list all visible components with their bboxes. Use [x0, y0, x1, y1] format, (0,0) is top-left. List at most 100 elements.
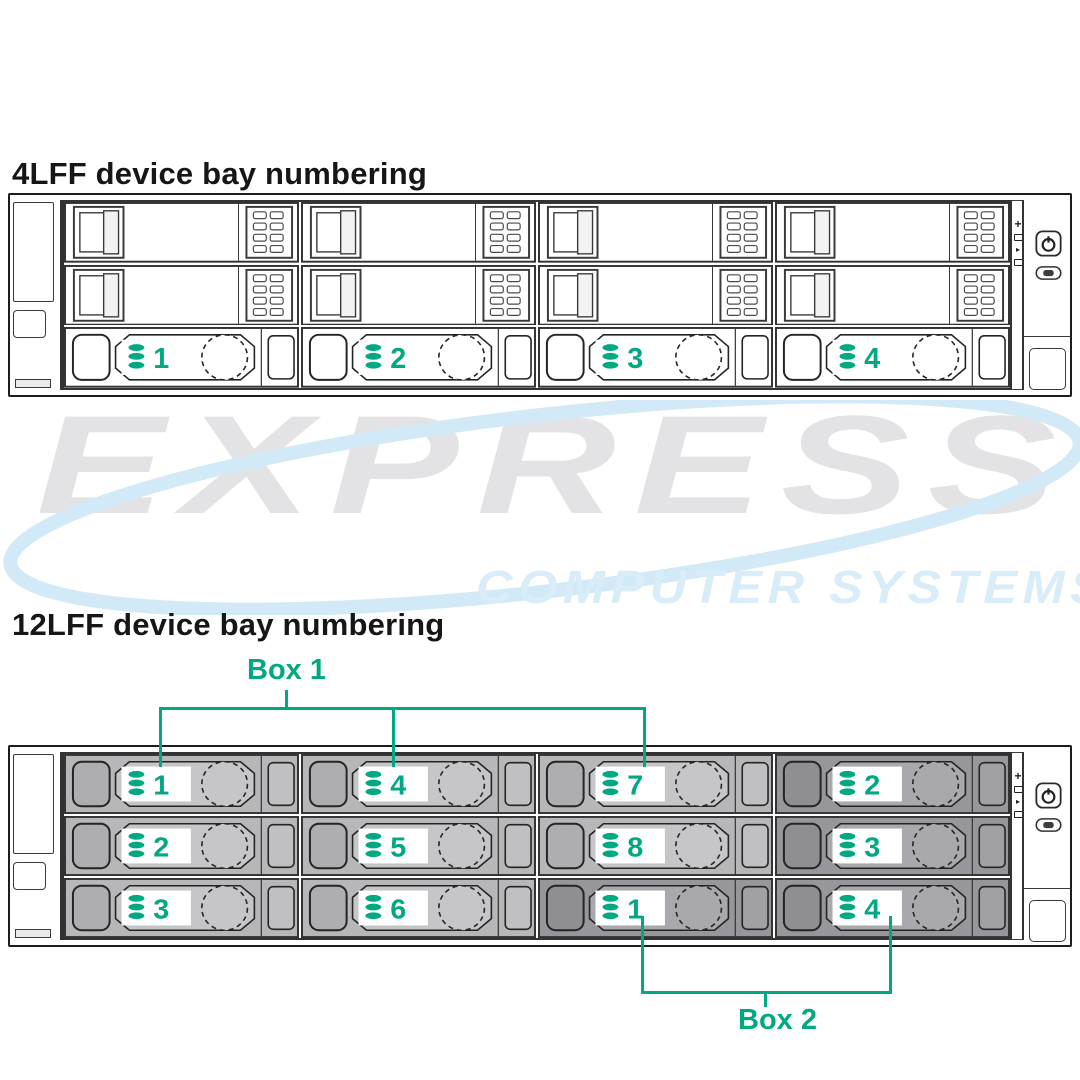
bay-number: 6 — [390, 894, 406, 926]
drive-blank — [64, 264, 299, 326]
drive-blank — [301, 264, 536, 326]
bay-blank-panel — [741, 761, 769, 807]
bay-latch — [782, 334, 822, 382]
ear-port — [13, 862, 46, 890]
bay-latch — [308, 334, 348, 382]
bay-thumb-circle — [912, 334, 960, 381]
bay-latch — [545, 884, 585, 932]
disk-stack-icon — [364, 831, 383, 859]
drive-blank — [775, 264, 1010, 326]
disk-stack-icon — [364, 769, 383, 797]
bay-thumb-circle — [201, 884, 249, 932]
bay-3: 3 — [538, 327, 773, 388]
disk-stack-icon — [838, 769, 857, 797]
drive-blank — [301, 202, 536, 263]
bay-4-box1: 4 — [301, 754, 536, 814]
box1-bracket-line — [159, 707, 162, 767]
bay-blank-panel — [504, 335, 532, 380]
box2-bracket-tick — [764, 994, 767, 1007]
rack-ear-left — [10, 200, 62, 390]
ear-panel — [13, 754, 54, 854]
disk-stack-icon — [601, 831, 620, 859]
bay-thumb-circle — [201, 334, 249, 381]
disk-stack-icon — [364, 343, 383, 370]
box1-label: Box 1 — [247, 654, 326, 686]
box1-bracket-line — [392, 707, 395, 767]
bay-thumb-circle — [675, 822, 723, 870]
drive-bay-region: 1 2 3 4 — [62, 200, 1012, 390]
rack-ear-left — [10, 752, 62, 940]
bay-latch — [71, 334, 111, 382]
box1-bracket-line — [643, 707, 646, 767]
bay-blank-panel — [741, 335, 769, 380]
uid-button-icon — [1035, 818, 1062, 832]
box2-bracket-line — [641, 916, 644, 994]
bay-2: 2 — [301, 327, 536, 388]
box1-bracket-line — [159, 707, 646, 710]
bay-4-box2: 4 — [775, 878, 1010, 938]
bay-number: 4 — [864, 344, 880, 376]
ear-divider — [1024, 336, 1070, 337]
drive-blank — [538, 264, 773, 326]
bay-number: 7 — [627, 770, 643, 802]
bay-blank-panel — [267, 335, 295, 380]
plus-indicator-icon: + — [1014, 769, 1022, 783]
bay-blank-panel — [504, 885, 532, 931]
box1-bracket-tick — [285, 690, 288, 707]
drive-bay-grid: 1 2 3 4 — [64, 202, 1010, 388]
bay-thumb-circle — [912, 760, 960, 808]
rack-ear-right — [1022, 200, 1070, 390]
disk-stack-icon — [364, 893, 383, 921]
bay-number: 2 — [390, 344, 406, 376]
bay-4: 4 — [775, 327, 1010, 388]
bay-number: 3 — [627, 344, 643, 376]
bay-thumb-circle — [912, 822, 960, 870]
bay-number: 2 — [153, 832, 169, 864]
box2-bracket-line — [889, 916, 892, 994]
bay-number: 2 — [864, 770, 880, 802]
arrow-indicator-icon: ▸ — [1015, 245, 1020, 254]
drive-blank — [64, 202, 299, 263]
bay-thumb-circle — [438, 334, 486, 381]
bay-blank-panel — [978, 823, 1006, 869]
ear-port — [13, 310, 46, 338]
disk-stack-icon — [127, 893, 146, 921]
bay-blank-panel — [267, 885, 295, 931]
disk-stack-icon — [838, 343, 857, 370]
bay-thumb-circle — [438, 760, 486, 808]
watermark-subtitle: COMPUTER SYSTEMS — [476, 561, 1080, 613]
bay-blank-panel — [267, 761, 295, 807]
bay-blank-panel — [504, 761, 532, 807]
power-button-icon — [1035, 782, 1062, 809]
bay-latch — [71, 822, 111, 870]
power-button-icon — [1035, 230, 1062, 257]
box2-label: Box 2 — [738, 1004, 817, 1036]
bay-blank-panel — [741, 823, 769, 869]
bay-thumb-circle — [675, 884, 723, 932]
bay-latch — [308, 822, 348, 870]
box2-bracket-line — [641, 991, 892, 994]
bay-2-box1: 2 — [64, 816, 299, 876]
bay-thumb-circle — [438, 884, 486, 932]
bay-number: 3 — [864, 832, 880, 864]
bay-latch — [545, 760, 585, 808]
bay-blank-panel — [267, 823, 295, 869]
section-title-12lff: 12LFF device bay numbering — [12, 607, 445, 642]
ear-foot — [15, 929, 51, 938]
bay-2-box2: 2 — [775, 754, 1010, 814]
bay-thumb-circle — [912, 884, 960, 932]
disk-stack-icon — [838, 893, 857, 921]
bay-thumb-circle — [675, 760, 723, 808]
disk-stack-icon — [601, 343, 620, 370]
bay-3-box2: 3 — [775, 816, 1010, 876]
bay-number: 1 — [153, 344, 169, 376]
bay-latch — [782, 884, 822, 932]
bay-latch — [308, 884, 348, 932]
bay-blank-panel — [978, 761, 1006, 807]
disk-stack-icon — [127, 831, 146, 859]
ear-port — [1029, 348, 1066, 390]
bay-6-box1: 6 — [301, 878, 536, 938]
